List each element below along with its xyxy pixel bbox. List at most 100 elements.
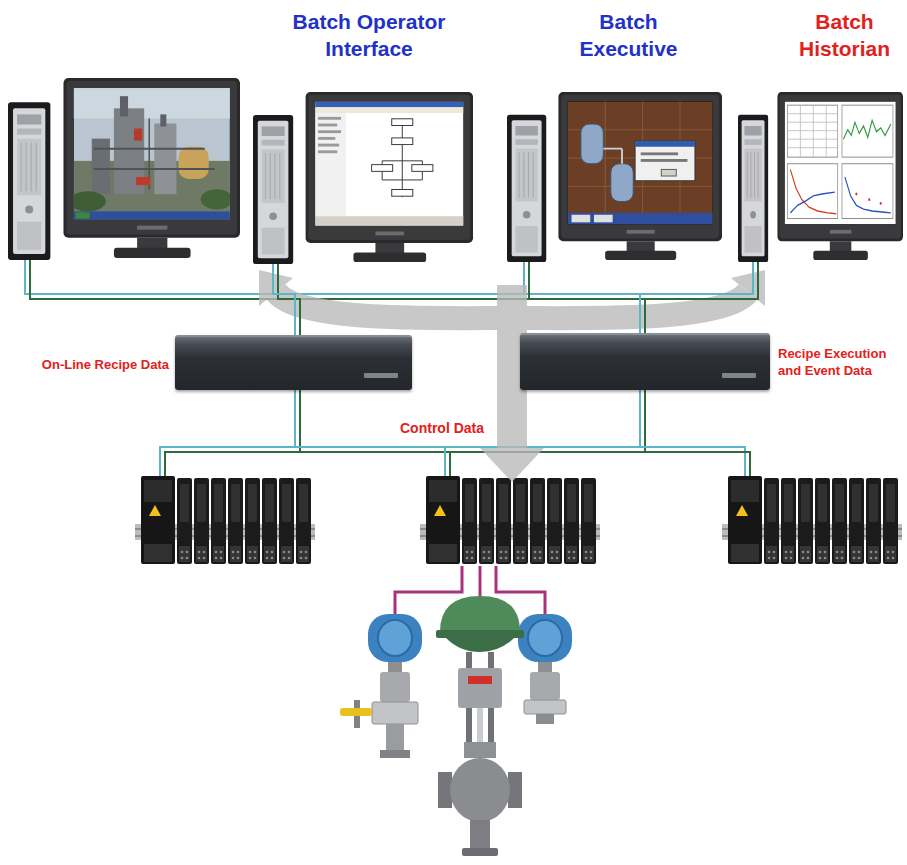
process-screen bbox=[572, 215, 591, 223]
data-flow-arrow bbox=[731, 270, 765, 306]
workstation: Batch Operator Interface bbox=[253, 8, 473, 264]
network-connector bbox=[273, 264, 300, 335]
pressure-transmitter bbox=[530, 672, 560, 700]
data-flow-label: Recipe Execution and Event Data bbox=[778, 345, 902, 379]
control-valve bbox=[477, 708, 483, 744]
control-valve bbox=[458, 668, 502, 708]
flowchart-screen bbox=[392, 138, 413, 145]
flowchart-screen bbox=[318, 117, 341, 120]
io-controller-rack bbox=[420, 476, 600, 564]
pressure-transmitter bbox=[524, 700, 566, 714]
flowchart-screen bbox=[315, 216, 463, 226]
process-screen bbox=[635, 141, 695, 147]
flowchart-screen bbox=[315, 102, 463, 226]
network-switch: Recipe Execution and Event Data bbox=[520, 333, 770, 390]
historian-screen bbox=[787, 130, 837, 131]
historian-screen bbox=[800, 105, 801, 157]
plant-photo-screen bbox=[154, 123, 176, 194]
historian-screen bbox=[842, 105, 893, 157]
pressure-transmitter bbox=[378, 620, 412, 656]
control-valve bbox=[446, 638, 514, 652]
historian-screen bbox=[790, 169, 836, 213]
historian-screen bbox=[785, 101, 896, 224]
pressure-transmitter bbox=[380, 750, 410, 758]
historian-screen bbox=[855, 193, 857, 196]
data-flow-arrow bbox=[512, 292, 748, 318]
network-cable bbox=[645, 262, 758, 333]
data-flow-arrow bbox=[480, 448, 544, 482]
workstation-picture bbox=[253, 92, 473, 264]
io-controller-rack bbox=[135, 476, 902, 564]
flowchart-screen bbox=[318, 130, 341, 133]
pressure-transmitter bbox=[372, 702, 418, 724]
network-cable bbox=[644, 390, 646, 452]
field-wire bbox=[479, 566, 482, 598]
control-valve bbox=[436, 630, 524, 638]
flowchart-screen bbox=[382, 179, 422, 180]
process-screen bbox=[635, 141, 695, 181]
historian-screen bbox=[880, 202, 882, 205]
network-connector bbox=[640, 262, 758, 333]
data-flow-label: On-Line Recipe Data bbox=[42, 356, 169, 373]
control-valve bbox=[462, 848, 498, 856]
historian-screen bbox=[826, 105, 827, 157]
pressure-transmitter bbox=[380, 672, 410, 702]
workstation-label: Batch Operator Interface bbox=[283, 8, 455, 62]
control-valve bbox=[440, 596, 520, 632]
io-controller-rack bbox=[722, 476, 902, 564]
workstation: Batch Historian bbox=[738, 8, 903, 262]
flowchart-screen bbox=[315, 102, 463, 108]
historian-screen bbox=[845, 177, 891, 213]
workstation: Batch Executive bbox=[507, 8, 722, 262]
pressure-transmitter bbox=[386, 724, 404, 754]
process-screen bbox=[621, 149, 623, 164]
historian-screen bbox=[842, 164, 893, 219]
flowchart-screen bbox=[392, 189, 413, 196]
plant-photo-screen bbox=[120, 96, 128, 116]
flowchart-screen bbox=[318, 150, 337, 153]
label-group: Batch Operator Interface bbox=[283, 8, 455, 62]
flowchart-screen bbox=[412, 165, 433, 172]
pressure-transmitter bbox=[368, 614, 422, 662]
historian-screen bbox=[787, 113, 837, 114]
process-screen bbox=[568, 101, 713, 224]
historian-screen bbox=[790, 192, 834, 213]
flowchart-screen bbox=[318, 144, 339, 147]
label-group: On-Line Recipe Data bbox=[42, 356, 169, 373]
data-flow-arrow bbox=[276, 292, 512, 318]
process-screen bbox=[603, 148, 622, 150]
flowchart-screen bbox=[392, 119, 413, 126]
process-screen bbox=[568, 186, 713, 187]
network-cable bbox=[294, 390, 296, 447]
flowchart-screen bbox=[422, 171, 423, 180]
label-group: Batch Executive bbox=[568, 8, 690, 62]
plant-photo-screen bbox=[134, 129, 142, 141]
network-cable bbox=[528, 262, 530, 299]
control-valve bbox=[436, 596, 524, 856]
plant-photo-screen bbox=[70, 88, 233, 219]
network-cable bbox=[273, 264, 295, 335]
workstation-picture bbox=[507, 92, 722, 262]
plant-photo-screen bbox=[136, 177, 150, 185]
flowchart-screen bbox=[315, 113, 346, 216]
flowchart-screen bbox=[402, 125, 403, 197]
plant-photo-screen bbox=[201, 189, 233, 209]
network-cable bbox=[165, 452, 750, 478]
network-cable bbox=[25, 260, 753, 294]
flowchart-screen bbox=[422, 161, 423, 165]
pressure-transmitter bbox=[340, 708, 372, 716]
historian-screen bbox=[785, 101, 896, 224]
historian-screen bbox=[868, 198, 870, 201]
network-cable bbox=[449, 452, 451, 478]
historian-screen bbox=[787, 122, 837, 123]
flowchart-screen bbox=[382, 171, 383, 180]
process-screen bbox=[568, 213, 713, 224]
control-valve bbox=[468, 676, 492, 684]
process-screen bbox=[605, 101, 606, 214]
plant-photo-screen bbox=[74, 88, 230, 118]
control-data-label: Control Data bbox=[398, 419, 486, 437]
network-cable bbox=[299, 390, 301, 452]
process-screen bbox=[568, 101, 713, 224]
historian-screen bbox=[787, 105, 837, 157]
